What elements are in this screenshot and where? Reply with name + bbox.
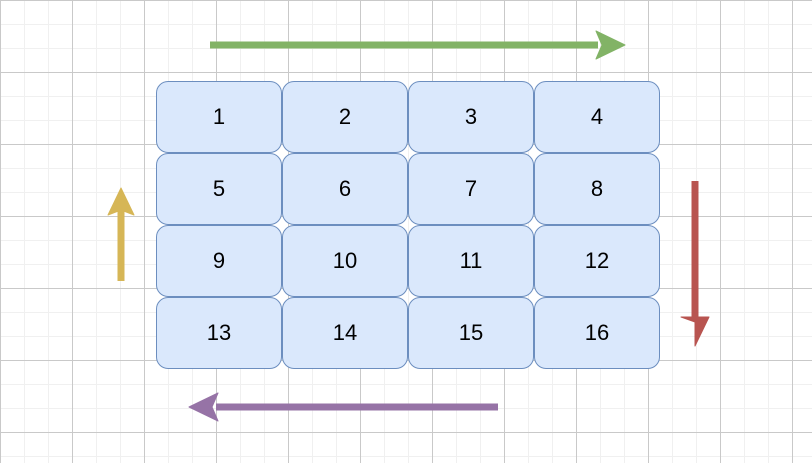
matrix-cell[interactable]: 14 bbox=[282, 297, 408, 369]
matrix-cell[interactable]: 1 bbox=[156, 81, 282, 153]
matrix-cell[interactable]: 9 bbox=[156, 225, 282, 297]
bottom-arrow-head bbox=[188, 392, 219, 422]
top-arrow-head bbox=[595, 30, 626, 60]
left-arrow-head bbox=[107, 187, 135, 216]
left-arrow-up-icon bbox=[107, 187, 135, 281]
top-arrow-right-icon bbox=[210, 30, 626, 60]
matrix-cell[interactable]: 2 bbox=[282, 81, 408, 153]
matrix-cell[interactable]: 3 bbox=[408, 81, 534, 153]
bottom-arrow-left-icon bbox=[188, 392, 498, 422]
matrix-cell[interactable]: 10 bbox=[282, 225, 408, 297]
matrix-cell[interactable]: 7 bbox=[408, 153, 534, 225]
matrix-cell[interactable]: 13 bbox=[156, 297, 282, 369]
matrix-cell[interactable]: 15 bbox=[408, 297, 534, 369]
matrix-cell[interactable]: 4 bbox=[534, 81, 660, 153]
matrix-cell[interactable]: 11 bbox=[408, 225, 534, 297]
matrix-grid: 1 2 3 4 5 6 7 8 9 10 11 12 13 14 15 16 bbox=[156, 81, 660, 369]
matrix-cell[interactable]: 12 bbox=[534, 225, 660, 297]
matrix-cell[interactable]: 6 bbox=[282, 153, 408, 225]
matrix-cell[interactable]: 5 bbox=[156, 153, 282, 225]
right-arrow-down-icon bbox=[680, 181, 710, 347]
matrix-cell[interactable]: 8 bbox=[534, 153, 660, 225]
right-arrow-head bbox=[680, 316, 710, 347]
matrix-cell[interactable]: 16 bbox=[534, 297, 660, 369]
